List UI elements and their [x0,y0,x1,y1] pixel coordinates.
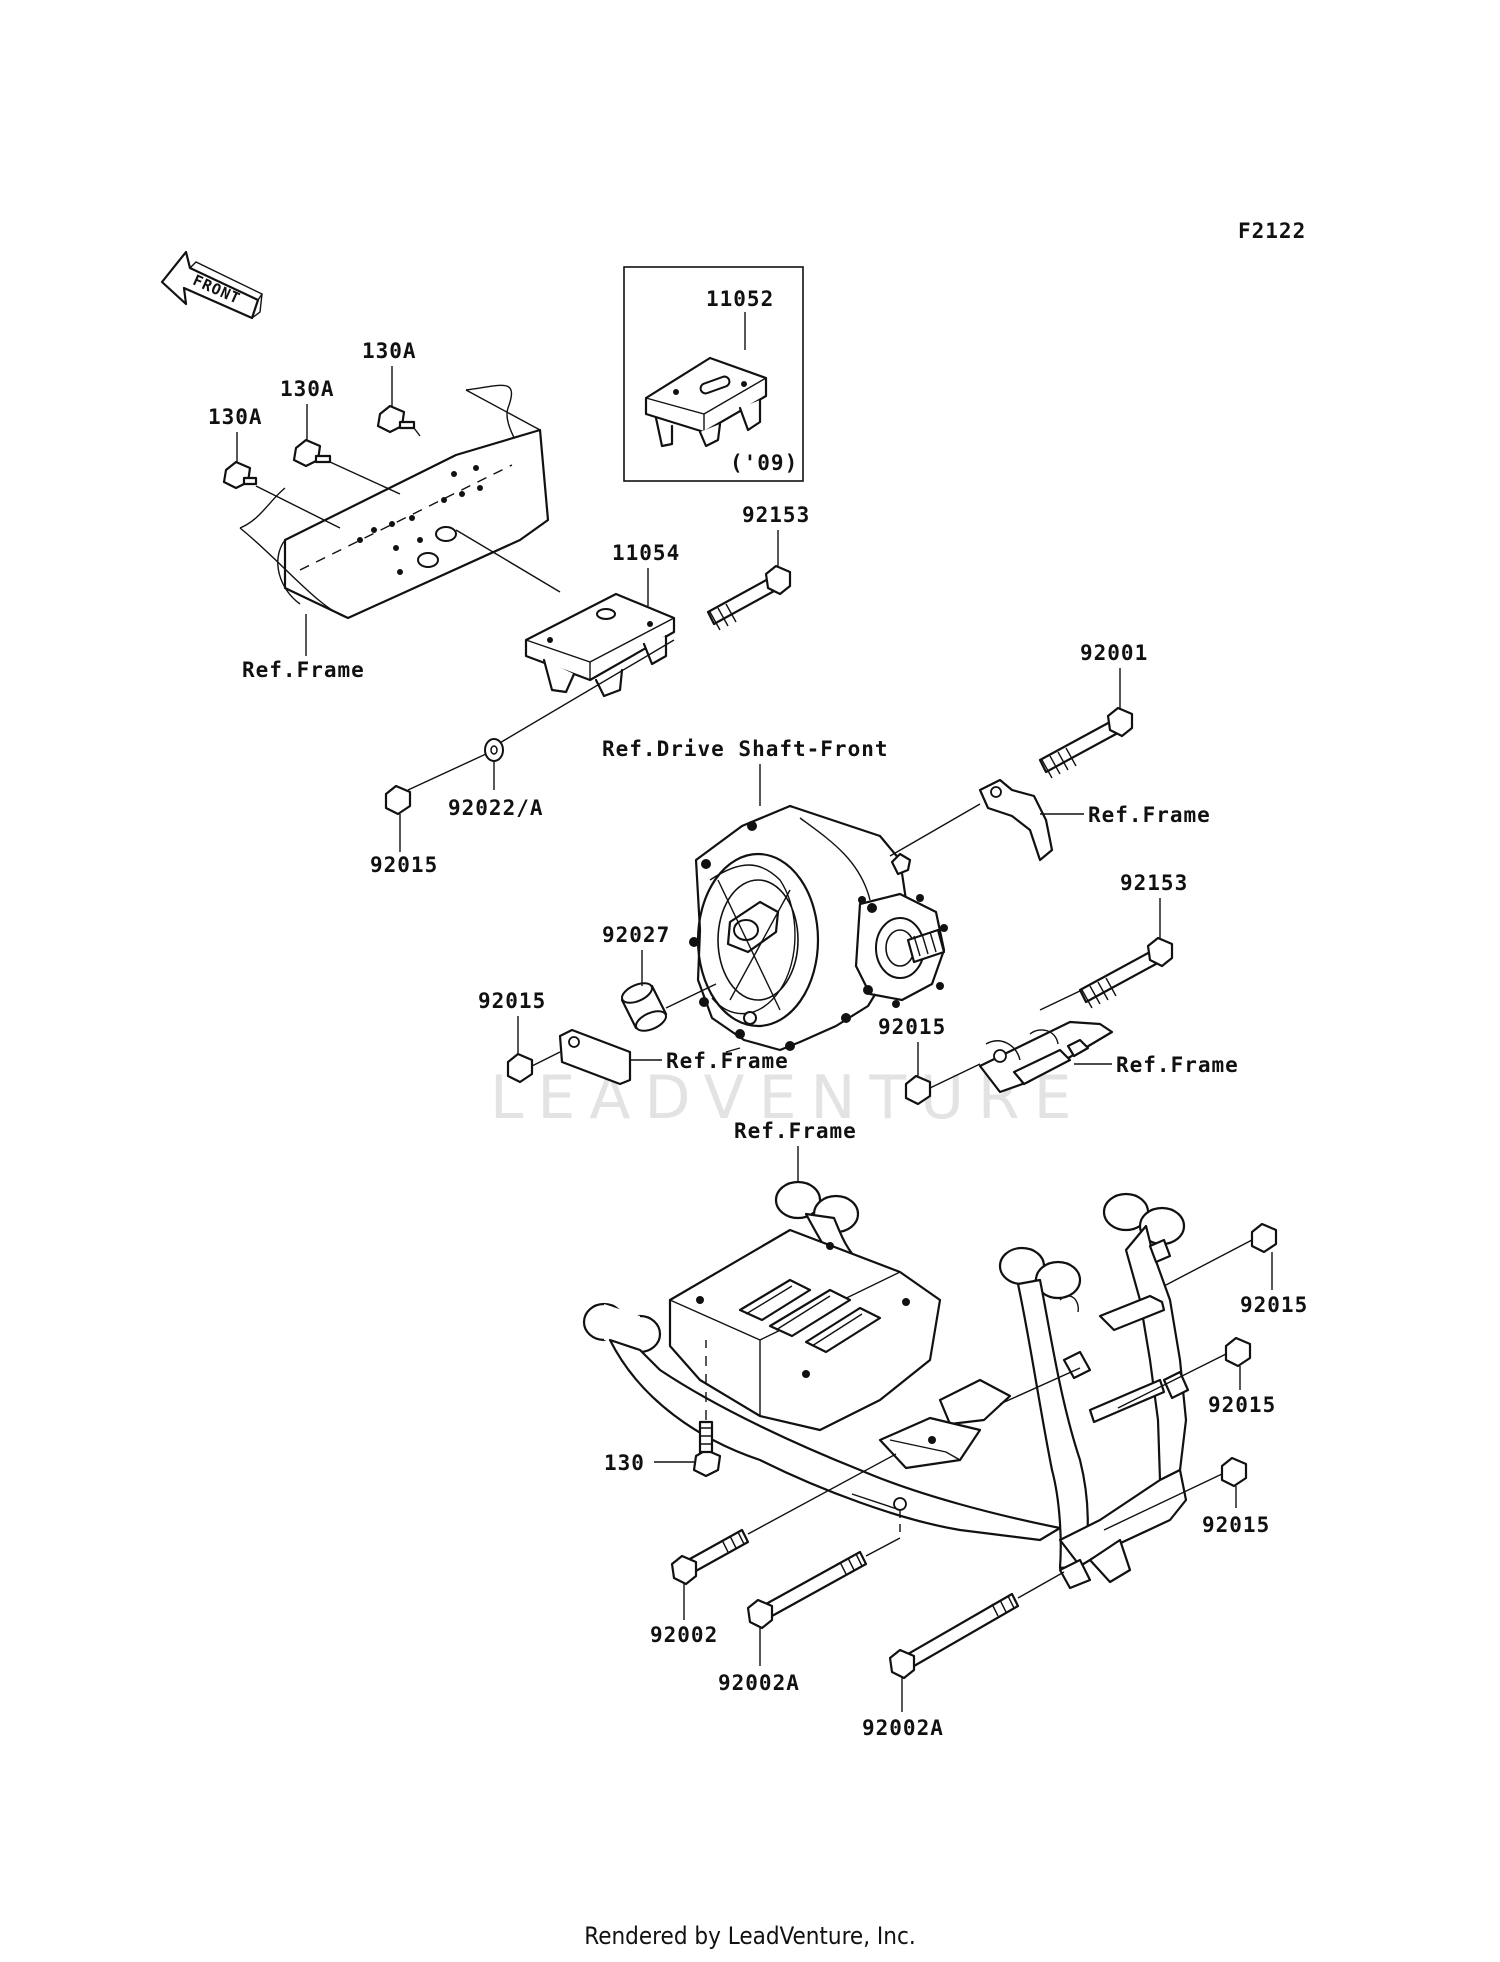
label-ref-frame-bottom: Ref.Frame [734,1119,857,1143]
label-92027: 92027 [602,923,670,947]
nut-92015-left-top [384,784,412,816]
nut-92015-r2 [1224,1336,1252,1368]
label-130: 130 [604,1451,645,1475]
figure-code: F2122 [1238,219,1306,243]
inset-bracket-11052 [644,356,768,448]
nut-92015-center [904,1074,932,1106]
bolt-130 [692,1420,722,1478]
label-92002a-2: 92002A [862,1716,944,1740]
label-92015-left-mid: 92015 [478,989,546,1013]
label-92015-r3: 92015 [1202,1513,1270,1537]
lower-frame-assembly [582,1180,1190,1590]
bracket-11054 [524,592,676,698]
label-92015-r2: 92015 [1208,1393,1276,1417]
bolt-92002 [670,1528,750,1586]
bolt-92001 [1038,706,1134,779]
label-11054: 11054 [612,541,680,565]
inset-year-note: ('09) [730,451,798,475]
ref-frame-right-bracket [978,1020,1114,1094]
label-130a-3: 130A [362,339,417,363]
ref-frame-right-upper-bracket [978,778,1054,862]
bolt-130a-2 [292,438,332,468]
label-92153-mid: 92153 [1120,871,1188,895]
label-92015-left-top: 92015 [370,853,438,877]
ref-frame-top-section [239,384,561,620]
ref-frame-left-bracket [558,1028,632,1086]
front-arrow-icon: FRONT [160,250,264,320]
nut-92015-r3 [1220,1456,1248,1488]
label-92002a-1: 92002A [718,1671,800,1695]
label-92002: 92002 [650,1623,718,1647]
label-92001: 92001 [1080,641,1148,665]
inset-box: 11052 ('09) [623,266,804,482]
inset-part-label: 11052 [706,287,774,311]
footer-credit: Rendered by LeadVenture, Inc. [584,1922,916,1950]
label-92153-top: 92153 [742,503,810,527]
label-ref-frame-right-bracket: Ref.Frame [1116,1053,1239,1077]
label-92015-r1: 92015 [1240,1293,1308,1317]
collar-92027 [620,982,668,1032]
bolt-130a-3 [376,404,416,434]
washer-92022a [484,738,504,762]
label-130a-1: 130A [208,405,263,429]
label-ref-frame-top: Ref.Frame [242,658,365,682]
front-differential [689,804,948,1053]
bolt-92002a-2 [888,1592,1020,1680]
label-ref-frame-right-upper: Ref.Frame [1088,803,1211,827]
bolt-92002a-1 [746,1550,868,1630]
label-ref-drive-shaft: Ref.Drive Shaft-Front [602,737,889,761]
bolt-92153-mid [1078,936,1174,1009]
watermark-text: LEADVENTURE [490,1063,1086,1133]
label-92022a: 92022/A [448,796,544,820]
label-ref-frame-left-bracket: Ref.Frame [666,1049,789,1073]
bolt-130a-1 [222,460,258,490]
label-130a-2: 130A [280,377,335,401]
nut-92015-r1 [1250,1222,1278,1254]
bolt-92153-top [706,564,792,631]
label-92015-center: 92015 [878,1015,946,1039]
